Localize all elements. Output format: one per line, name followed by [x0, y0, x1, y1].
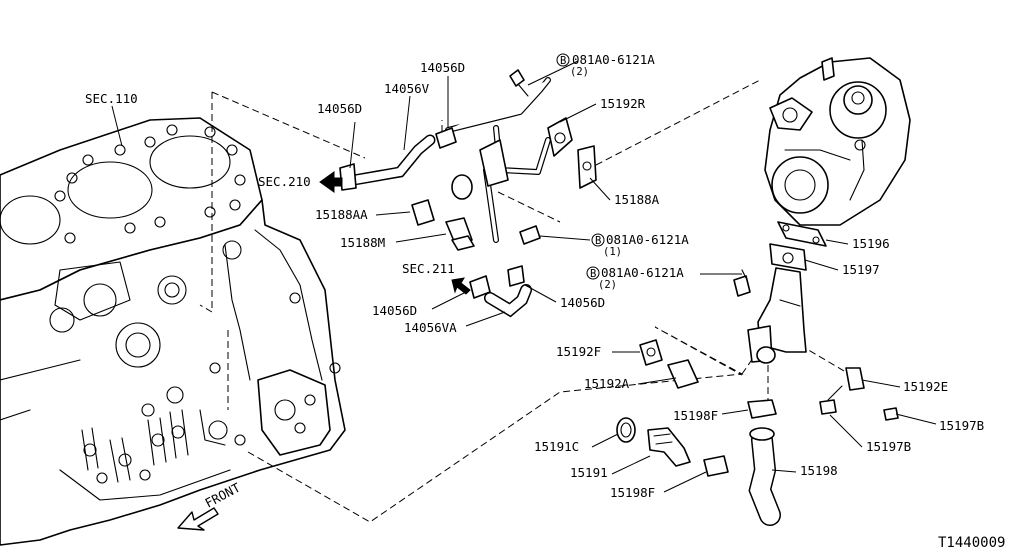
- label-15188aa: 15188AA: [315, 207, 368, 222]
- water-hose-drawing: [339, 127, 532, 318]
- direction-arrows: [177, 171, 471, 531]
- label-15188m: 15188M: [340, 235, 385, 250]
- label-15191: 15191: [570, 465, 608, 480]
- label-15197: 15197: [842, 262, 880, 277]
- label-15197b-lower: 15197B: [866, 439, 911, 454]
- label-sec-110: SEC.110: [85, 91, 138, 106]
- bolt-marker-icons: [556, 53, 605, 280]
- oil-feed-pipe-drawing: [411, 69, 597, 251]
- label-bolt-top-qty: (2): [570, 66, 589, 78]
- label-15192a: 15192A: [584, 376, 630, 391]
- label-14056v: 14056V: [384, 81, 430, 96]
- label-14056d-top: 14056D: [420, 60, 465, 75]
- label-sec-210: SEC.210: [258, 174, 311, 189]
- label-15198f-top: 15198F: [673, 408, 718, 423]
- oil-return-parts-drawing: [616, 339, 781, 526]
- label-15198: 15198: [800, 463, 838, 478]
- engine-block-drawing: [0, 117, 346, 546]
- bolt-mid-marker: B: [595, 235, 601, 247]
- label-15191c: 15191C: [534, 439, 579, 454]
- label-15196: 15196: [852, 236, 890, 251]
- sec211-arrow-icon: [451, 277, 471, 295]
- label-14056d-left: 14056D: [317, 101, 362, 116]
- label-bolt-top-code: 081A0-6121A: [572, 52, 655, 67]
- bolt-top-marker: B: [560, 55, 566, 67]
- turbocharger-drawing: [733, 57, 911, 421]
- label-15192f: 15192F: [556, 344, 601, 359]
- label-14056d-lower-left: 14056D: [372, 303, 417, 318]
- label-15198f-bottom: 15198F: [610, 485, 655, 500]
- label-leader-lines: [349, 60, 937, 493]
- label-bolt-low-qty: (2): [598, 279, 617, 291]
- label-15197b-right: 15197B: [939, 418, 984, 433]
- label-sec-211: SEC.211: [402, 261, 455, 276]
- label-bolt-mid-qty: (1): [603, 246, 622, 258]
- sec210-arrow-icon: [319, 171, 343, 193]
- label-15188a: 15188A: [614, 192, 660, 207]
- reference-lines: [111, 79, 857, 523]
- label-bolt-mid-code: 081A0-6121A: [606, 232, 689, 247]
- label-15192r: 15192R: [600, 96, 646, 111]
- bolt-low-marker: B: [590, 268, 596, 280]
- label-14056d-lower-right: 14056D: [560, 295, 605, 310]
- figure-code: T1440009: [938, 535, 1005, 551]
- label-14056va: 14056VA: [404, 320, 457, 335]
- label-15192e: 15192E: [903, 379, 948, 394]
- front-arrow-icon: [177, 507, 219, 531]
- label-bolt-low-code: 081A0-6121A: [601, 265, 684, 280]
